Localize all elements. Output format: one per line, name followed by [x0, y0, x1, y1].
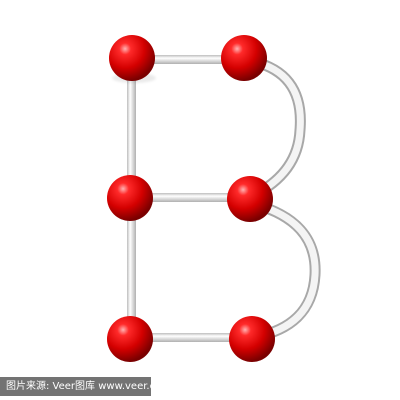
bond-top-horizontal	[132, 55, 250, 64]
atom-middle-left	[107, 175, 153, 221]
atom-bottom-left	[107, 316, 153, 362]
atoms	[107, 35, 275, 362]
watermark-caption: 图片来源: Veer图库 www.veer.com	[0, 377, 151, 396]
bond-bottom-horizontal	[132, 333, 250, 342]
bond-left-upper-vertical	[127, 60, 136, 200]
atom-bottom-right	[229, 316, 275, 362]
atom-top-right	[221, 35, 267, 81]
curved-bonds	[240, 54, 321, 344]
atom-middle-right	[227, 176, 273, 222]
atom-top-left	[109, 35, 155, 81]
bond-left-lower-vertical	[127, 198, 136, 340]
straight-bonds	[127, 55, 250, 342]
bond-middle-horizontal	[132, 193, 250, 202]
